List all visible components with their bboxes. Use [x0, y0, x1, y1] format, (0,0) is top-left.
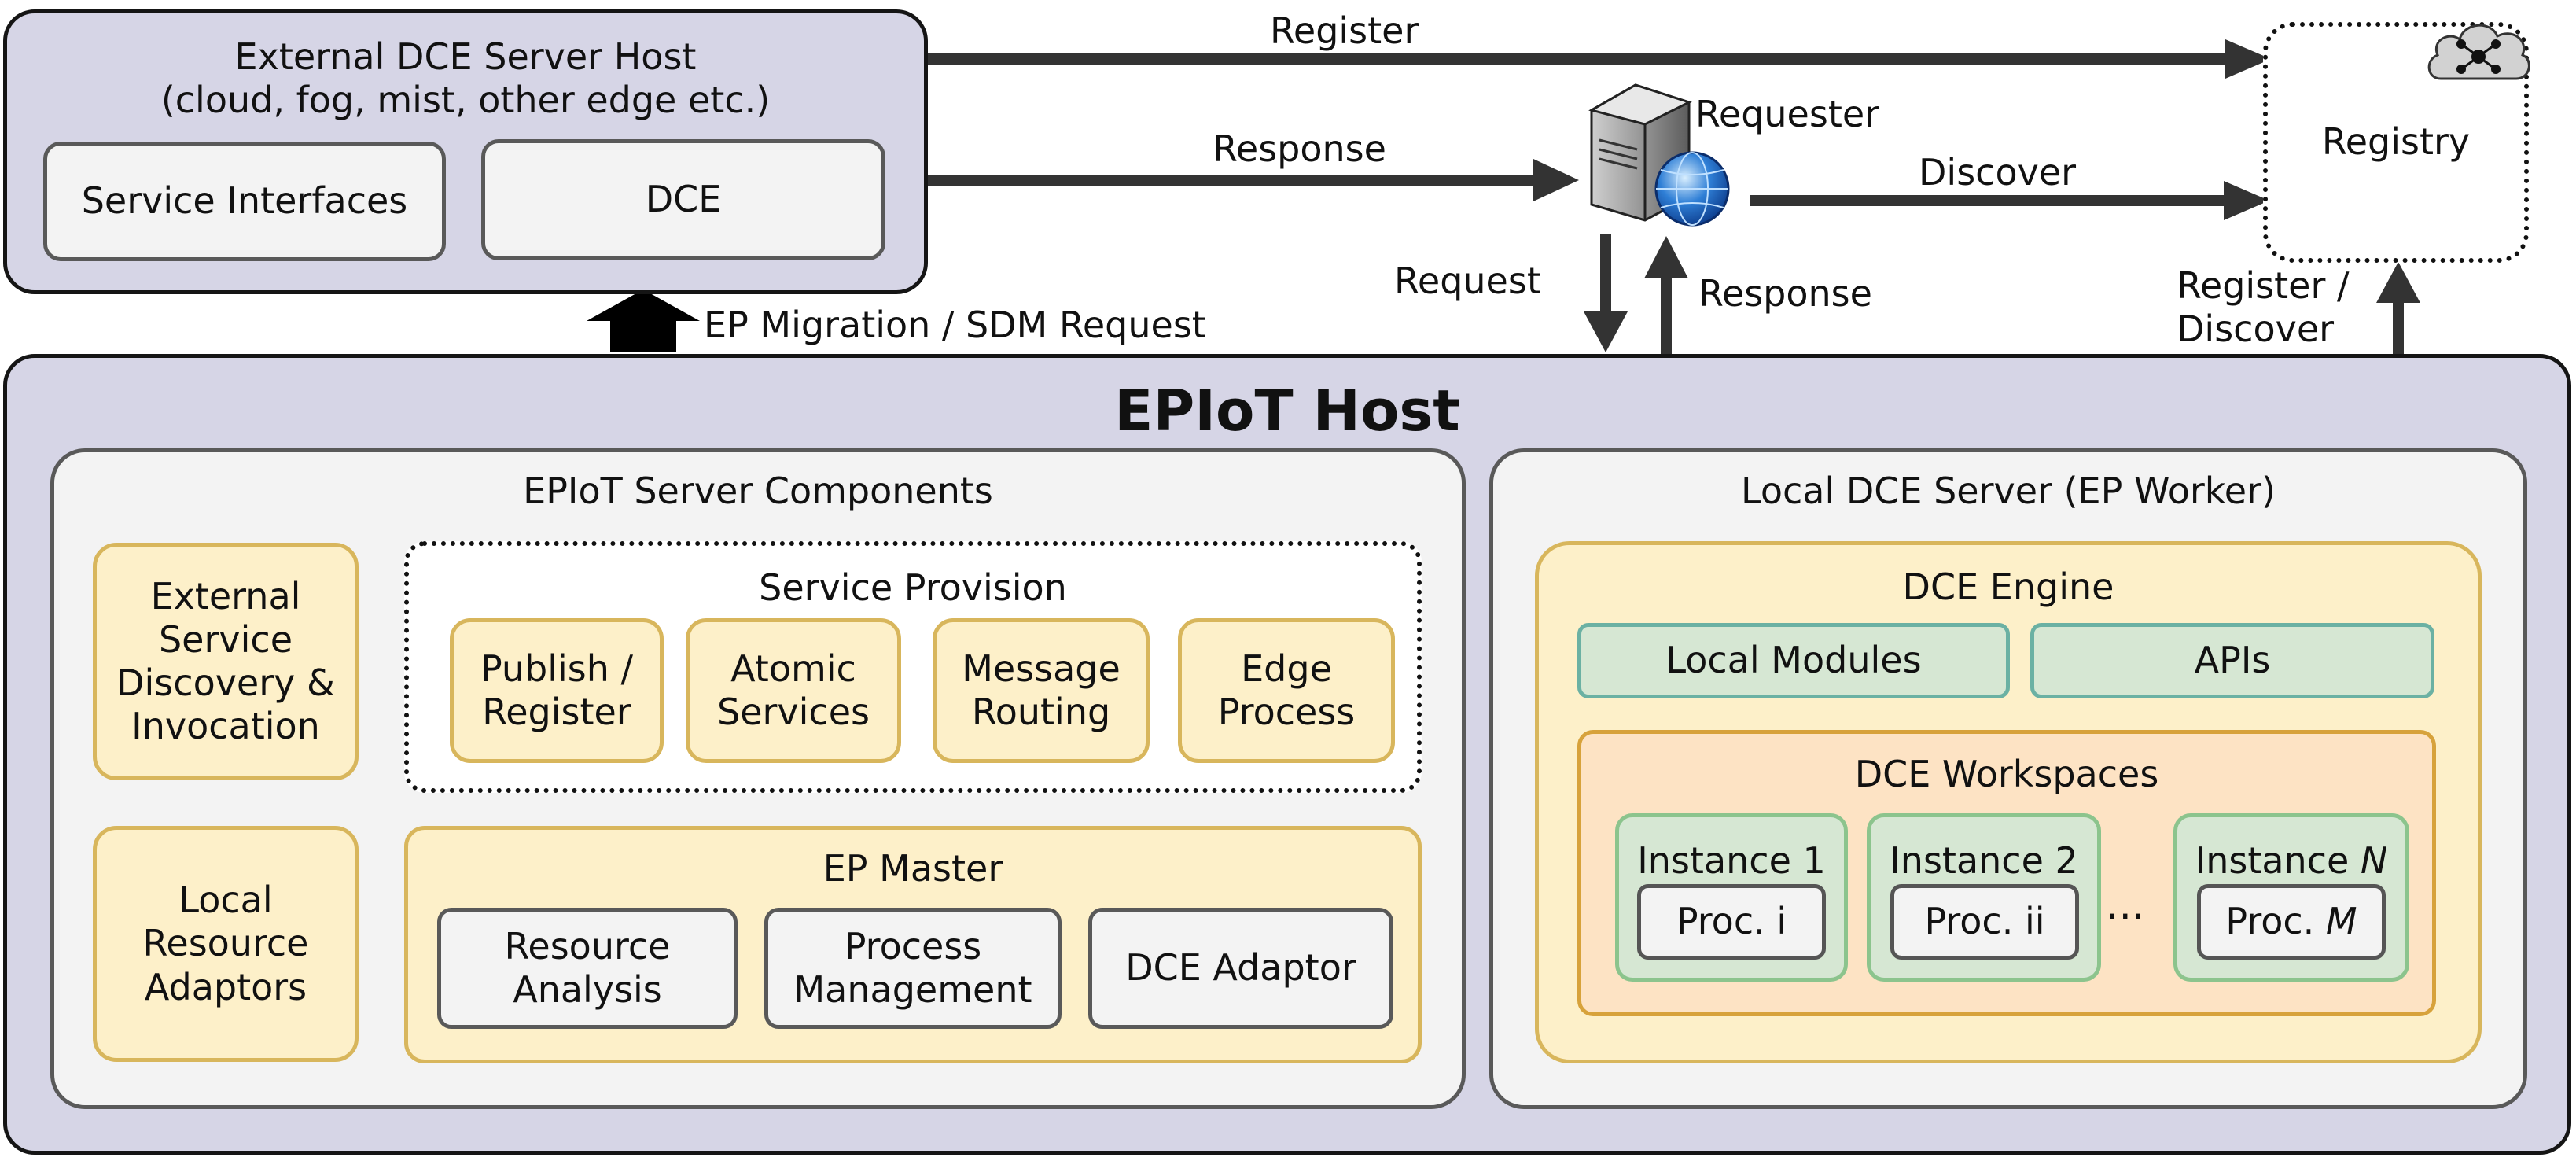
publish-register-box: Publish / Register [450, 618, 664, 763]
response-up-arrowhead [1644, 236, 1688, 278]
local-dce-title: Local DCE Server (EP Worker) [1741, 470, 2276, 512]
external-service-discovery-box: External Service Discovery & Invocation [93, 543, 359, 780]
service-interfaces-box: Service Interfaces [43, 142, 446, 261]
server-globe-icon [1588, 83, 1730, 227]
epiot-host-title: EPIoT Host [1114, 378, 1460, 444]
response-mid-label: Response [1698, 272, 1872, 315]
requester-label: Requester [1695, 93, 1880, 135]
request-arrowhead [1584, 311, 1628, 352]
external-host-title: External DCE Server Host (cloud, fog, mi… [160, 35, 771, 122]
apis-box: APIs [2030, 623, 2434, 698]
response-arrow [928, 175, 1541, 186]
request-arrow [1600, 234, 1611, 317]
local-resource-adaptors-box: Local Resource Adaptors [93, 826, 359, 1062]
response-arrowhead [1533, 159, 1579, 201]
dce-workspaces-title: DCE Workspaces [1854, 753, 2159, 795]
proc-i-box: Proc. i [1637, 884, 1826, 960]
register-discover-arrowhead [2376, 262, 2420, 303]
register-label: Register [1270, 9, 1419, 52]
resource-analysis-box: Resource Analysis [437, 908, 738, 1029]
process-management-box: Process Management [764, 908, 1062, 1029]
cloud-network-icon [2427, 24, 2530, 80]
service-provision-title: Service Provision [759, 566, 1067, 609]
ep-master-title: EP Master [822, 847, 1003, 890]
message-routing-box: Message Routing [933, 618, 1150, 763]
proc-m-box: Proc. M [2197, 884, 2386, 960]
ep-migration-label: EP Migration / SDM Request [704, 304, 1206, 346]
dce-box: DCE [481, 139, 885, 260]
response-up-arrow [1661, 275, 1672, 354]
response-top-label: Response [1213, 127, 1386, 170]
request-label: Request [1394, 260, 1541, 302]
register-arrowhead [2225, 39, 2271, 79]
local-modules-box: Local Modules [1577, 623, 2010, 698]
dce-adaptor-box: DCE Adaptor [1088, 908, 1393, 1029]
edge-process-box: Edge Process [1178, 618, 1395, 763]
atomic-services-box: Atomic Services [686, 618, 901, 763]
dce-engine-title: DCE Engine [1902, 566, 2114, 608]
register-discover-arrow [2393, 299, 2404, 356]
register-arrow [928, 53, 2233, 64]
ep-migration-arrow [587, 289, 700, 352]
discover-label: Discover [1919, 151, 2077, 194]
instances-ellipsis: ··· [2106, 894, 2145, 941]
discover-arrow [1750, 195, 2229, 206]
discover-arrowhead [2224, 181, 2269, 220]
register-discover-label: Register / Discover [2177, 264, 2350, 351]
server-components-title: EPIoT Server Components [523, 470, 993, 512]
proc-ii-box: Proc. ii [1890, 884, 2079, 960]
